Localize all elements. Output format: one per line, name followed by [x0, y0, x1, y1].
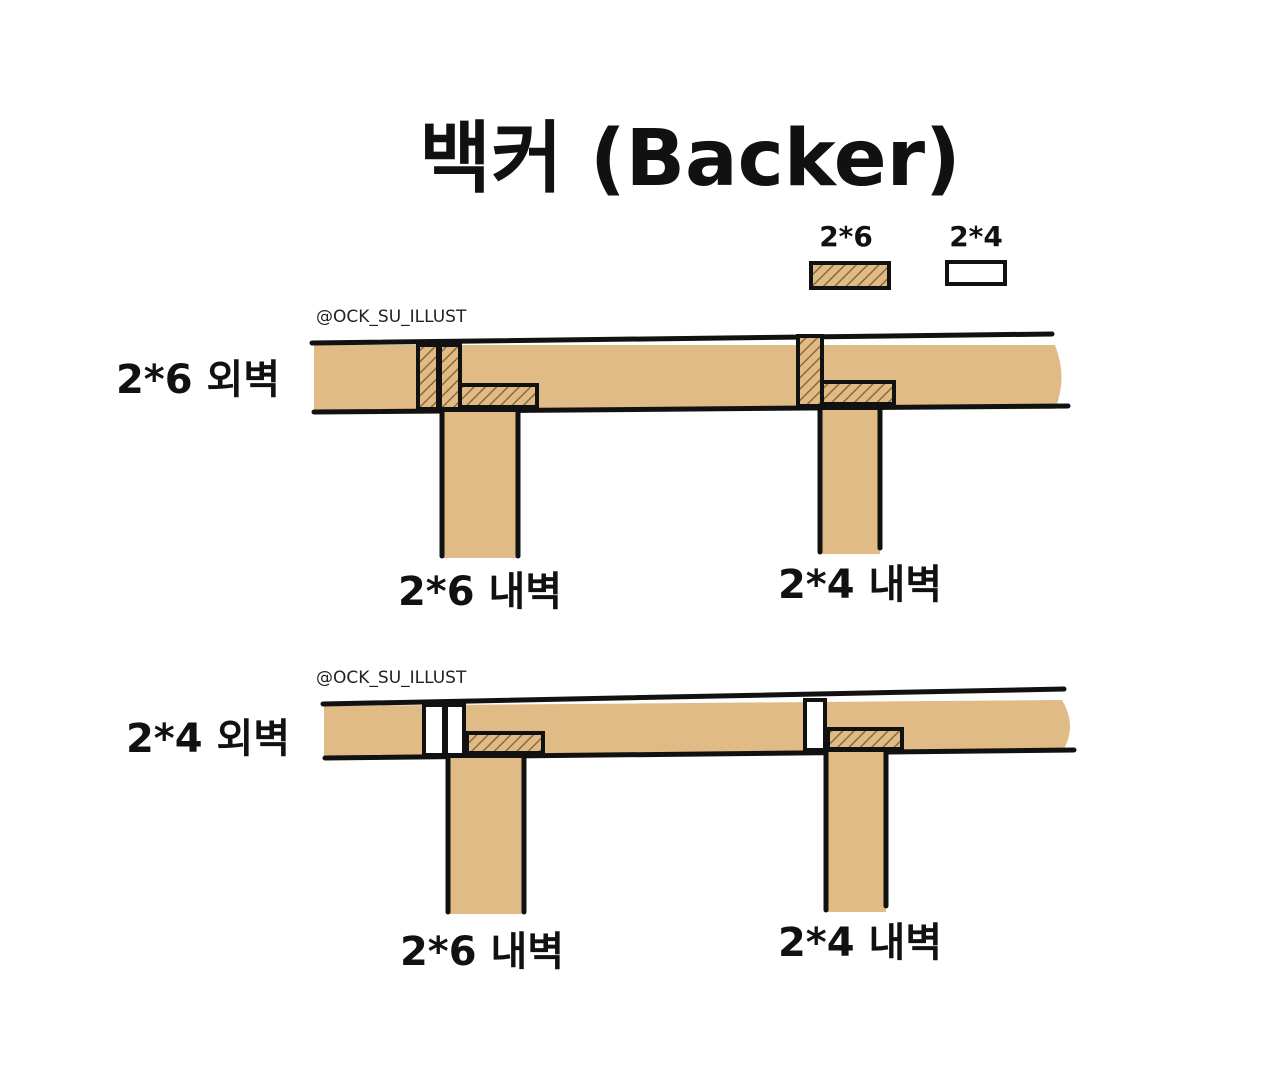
stud	[803, 698, 827, 752]
interior-wall-label: 2*6 내벽	[398, 569, 562, 615]
backer	[458, 383, 539, 409]
legend-label-2x4: 2*4	[949, 220, 1003, 253]
legend-swatch-2x6	[809, 261, 891, 290]
backer	[826, 727, 904, 751]
legend-label-2x6: 2*6	[819, 220, 873, 253]
page-title: 백커 (Backer)	[419, 114, 960, 204]
interior-wall-2x6	[442, 412, 518, 558]
exterior-wall-label: 2*6 외벽	[116, 357, 280, 403]
stud	[444, 703, 466, 757]
interior-wall-label: 2*4 내벽	[778, 920, 942, 966]
stud	[438, 343, 462, 411]
stud	[416, 343, 440, 411]
interior-wall-2x4	[826, 752, 886, 912]
interior-wall-2x4	[820, 410, 880, 554]
exterior-wall-label: 2*4 외벽	[126, 716, 290, 762]
legend: 2*6 2*4	[809, 220, 1007, 290]
interior-wall-2x6	[448, 758, 524, 914]
interior-wall-label: 2*6 내벽	[400, 929, 564, 975]
legend-swatch-2x4	[945, 260, 1007, 286]
stud	[796, 334, 824, 408]
interior-wall-label: 2*4 내벽	[778, 562, 942, 608]
credit-text: @OCK_SU_ILLUST	[316, 307, 467, 327]
stud	[422, 703, 446, 757]
wall-top-line	[320, 686, 1067, 707]
credit-text: @OCK_SU_ILLUST	[316, 668, 467, 688]
diagram-2x6-exterior: @OCK_SU_ILLUST 2*6 외벽 2*6 내벽 2*4 내벽	[116, 307, 1071, 615]
backer	[465, 731, 545, 755]
wall-top-line	[309, 331, 1055, 346]
backer	[820, 380, 896, 406]
diagram-2x4-exterior: @OCK_SU_ILLUST 2*4 외벽 2*6 내벽 2*4 내벽	[126, 668, 1077, 975]
